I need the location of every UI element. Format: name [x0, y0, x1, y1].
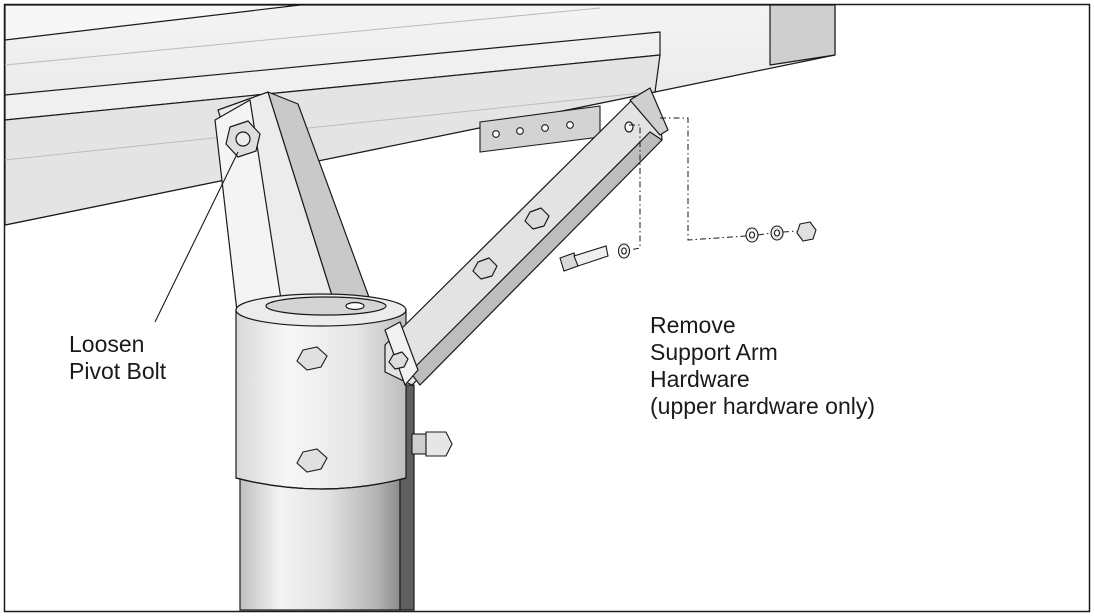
- pivot-bolt: [225, 120, 261, 158]
- remove-line-4: (upper hardware only): [650, 393, 876, 419]
- loosen-line-2: Pivot Bolt: [69, 358, 167, 384]
- remove-line-1: Remove: [650, 312, 736, 338]
- mounting-pole: [239, 384, 415, 611]
- pole-sleeve: [235, 293, 407, 490]
- panel-frame: [4, 4, 836, 226]
- pivot-post: [214, 91, 371, 326]
- loosen-line-1: Loosen: [69, 331, 145, 357]
- sleeve-bolts: [296, 346, 453, 473]
- pivot-leader-line: [154, 151, 239, 323]
- loosen-pivot-bolt-label: Loosen Pivot Bolt: [69, 331, 166, 385]
- exploded-hardware: [559, 221, 817, 272]
- support-arm: [384, 87, 669, 386]
- remove-line-3: Hardware: [650, 366, 750, 392]
- remove-hardware-label: Remove Support Arm Hardware (upper hardw…: [650, 312, 875, 420]
- assembly-lines: [629, 117, 798, 251]
- remove-line-2: Support Arm: [650, 339, 778, 365]
